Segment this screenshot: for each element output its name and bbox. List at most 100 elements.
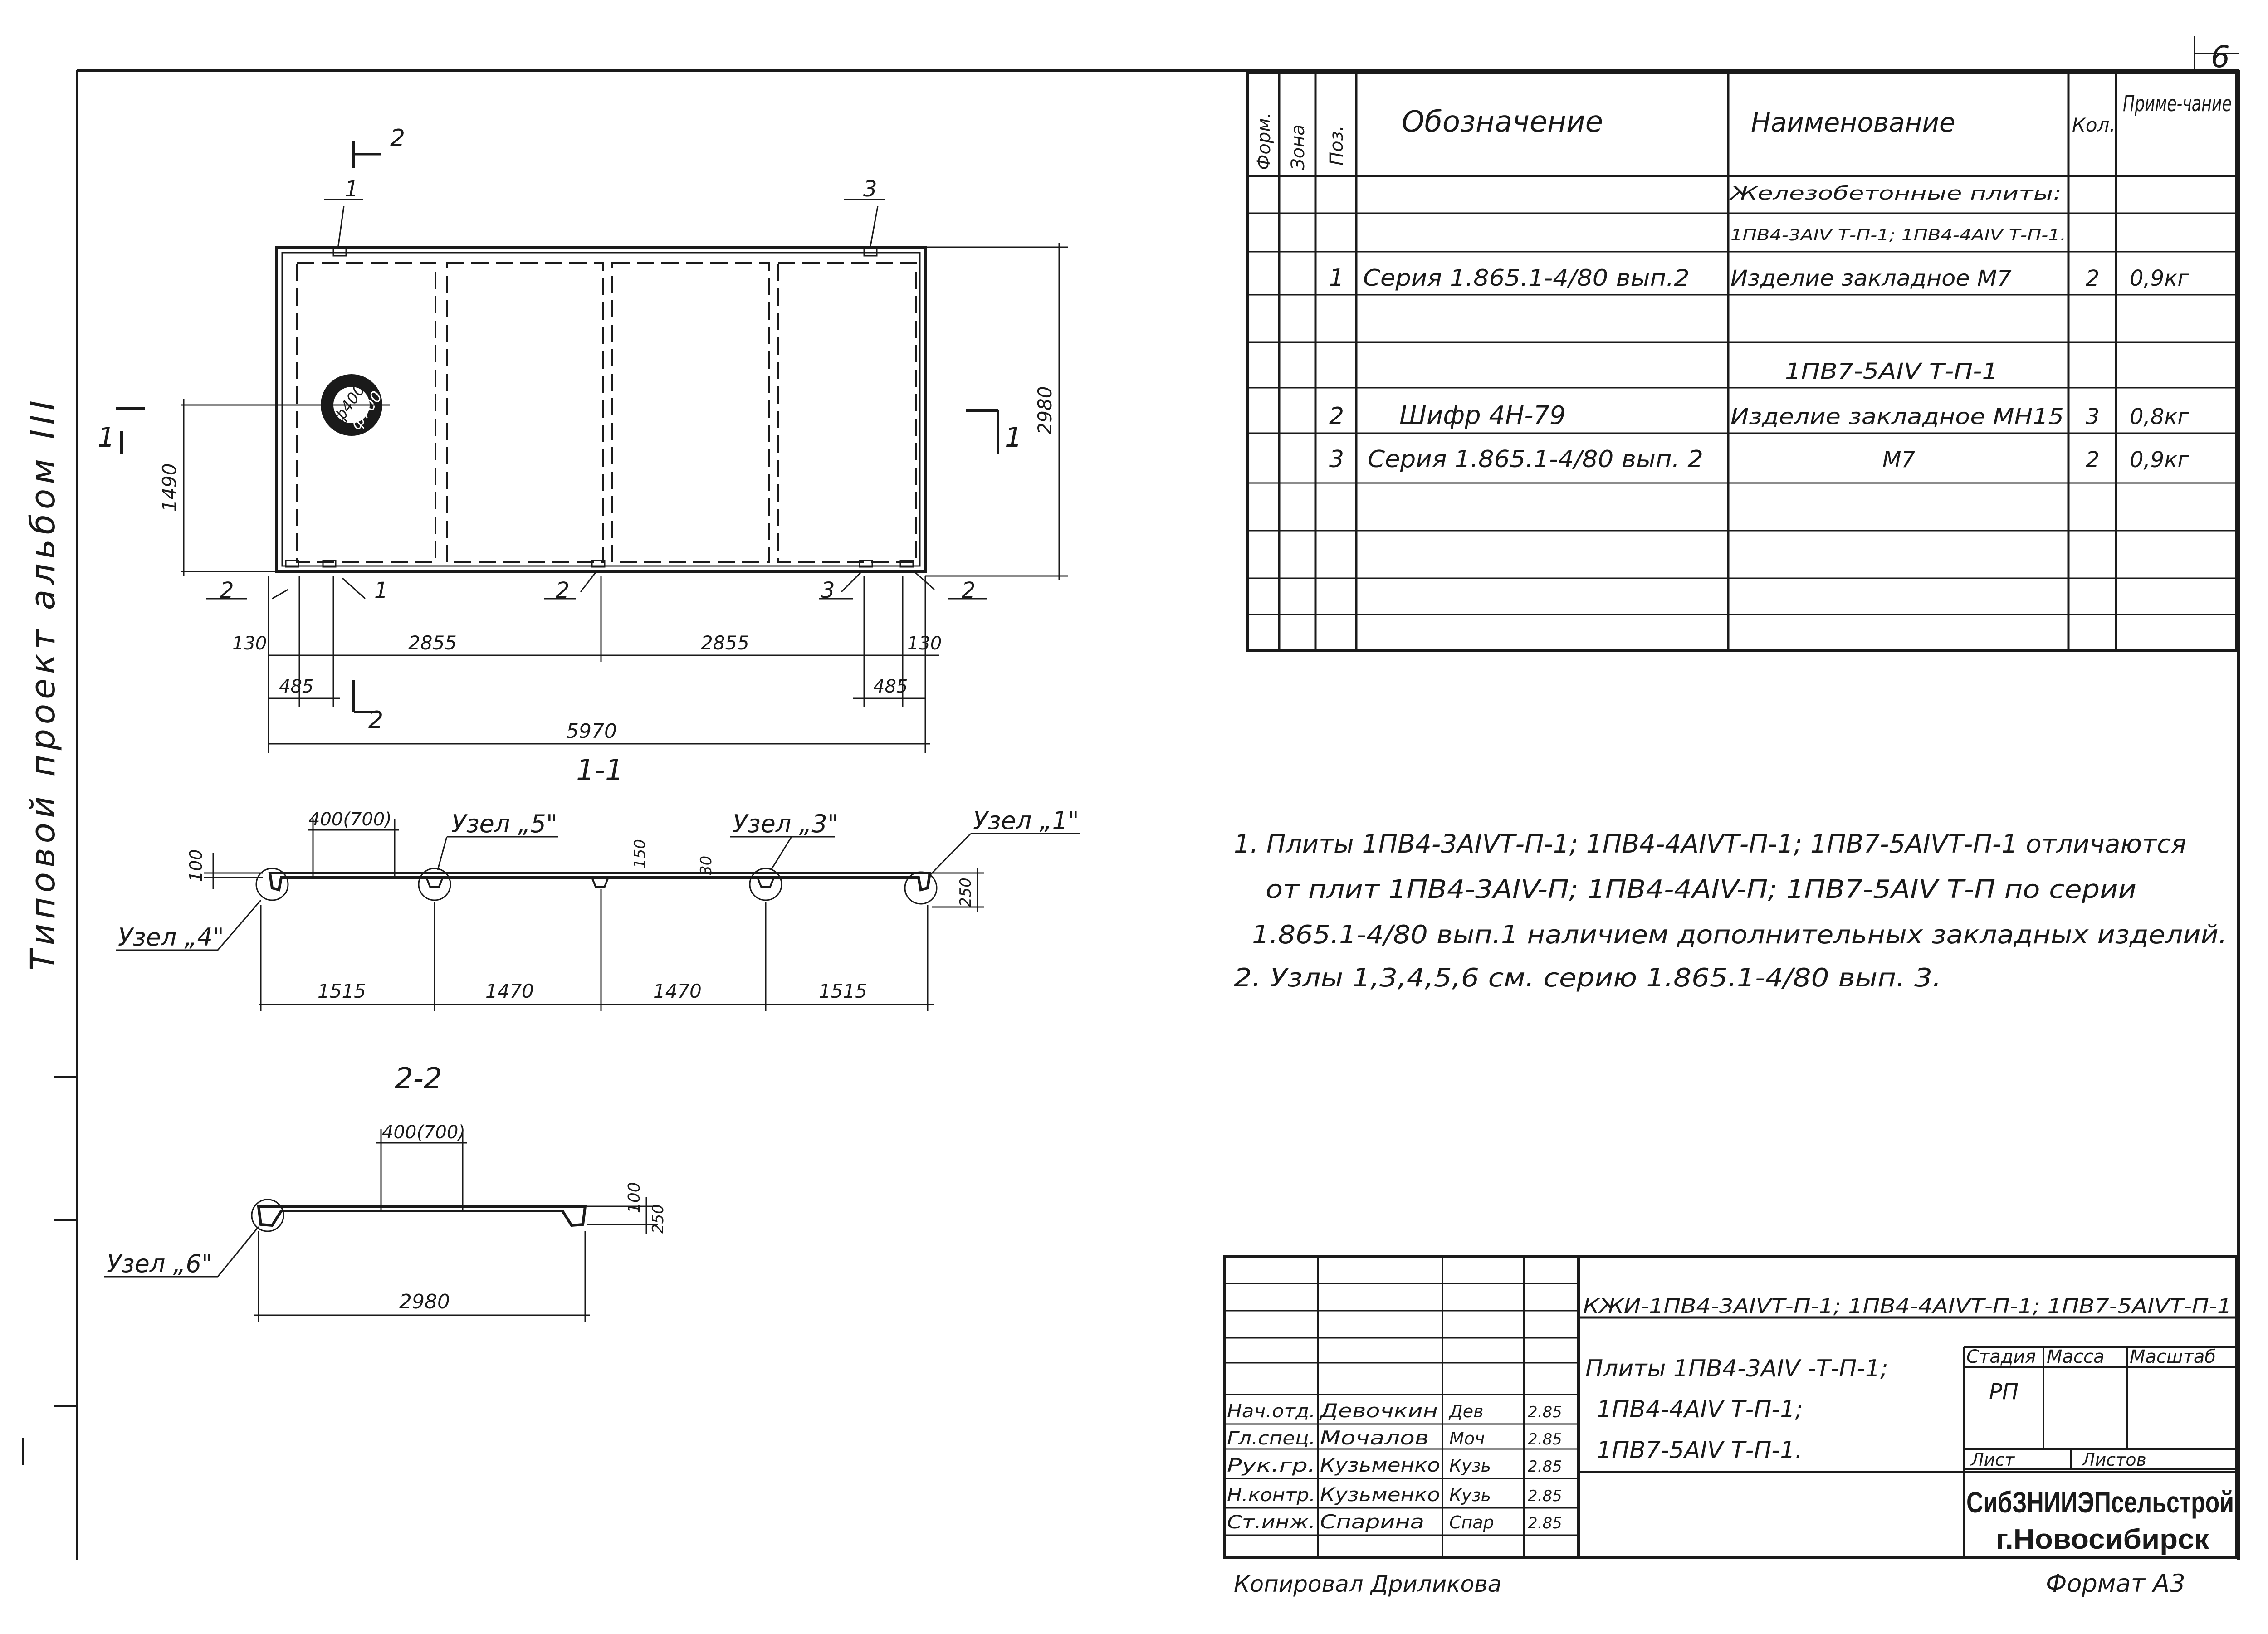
col-header-qty: Кол.	[2072, 114, 2116, 136]
row6-qty: 3	[2086, 404, 2100, 429]
row7-designation: Серия 1.865.1-4/80 вып. 2	[1368, 446, 1703, 473]
s11-dim-30: 30	[697, 856, 715, 875]
section-cut-markers	[116, 141, 999, 713]
dim-130-right: 130	[907, 633, 942, 654]
spec-row-7: 3 Серия 1.865.1-4/80 вып. 2 М7 2 0,9кг	[1329, 446, 2189, 473]
tb-stage-value: РП	[1989, 1379, 2019, 1405]
pos-label-1-top: 1	[345, 176, 359, 202]
note-2: 2. Узлы 1,3,4,5,6 см. серию 1.865.1-4/80…	[1234, 963, 1941, 993]
node-6-label: Узел „6"	[107, 1249, 213, 1278]
pos-label-3-bottom: 3	[821, 578, 835, 603]
tb-role-2: Гл.спец.	[1227, 1428, 1315, 1449]
pos-label-2-mid: 2	[556, 578, 570, 603]
section-2-2-title: 2-2	[395, 1062, 442, 1096]
col-header-form: Форм.	[1254, 112, 1275, 170]
slab-plan	[275, 246, 927, 573]
tb-date-1: 2.85	[1528, 1403, 1562, 1421]
s11-span-3: 1470	[653, 980, 702, 1002]
tb-title-line-3: 1ПВ7-5АIV Т-П-1.	[1597, 1437, 1803, 1464]
spec-row-3: 1 Серия 1.865.1-4/80 вып.2 Изделие закла…	[1329, 264, 2189, 292]
row6-pos: 2	[1329, 403, 1344, 430]
row6-name: Изделие закладное МН15	[1730, 404, 2064, 429]
tb-org-line-1: СибЗНИИЭПсельстрой	[1966, 1485, 2234, 1519]
tb-sign-1: Дев	[1448, 1401, 1483, 1421]
note-1-cont-a: от плит 1ПВ4-3АIV-П; 1ПВ4-4АIV-П; 1ПВ7-5…	[1266, 875, 2136, 904]
row6-designation: Шифр 4Н-79	[1399, 401, 1566, 430]
spec-row-5: 1ПВ7-5АIV Т-П-1	[1785, 359, 1998, 384]
tb-date-2: 2.85	[1528, 1430, 1562, 1449]
tb-sheets-label: Листов	[2081, 1450, 2146, 1470]
s22-dim-100: 100	[625, 1182, 644, 1213]
row3-designation: Серия 1.865.1-4/80 вып.2	[1363, 265, 1690, 291]
tb-mass-label: Масса	[2047, 1346, 2105, 1367]
s11-span-4: 1515	[819, 980, 867, 1002]
pos-label-2-left: 2	[220, 578, 234, 603]
dim-485-left: 485	[279, 676, 313, 697]
pos-label-1-bottom: 1	[374, 578, 388, 603]
cut2-top-label: 2	[390, 125, 405, 152]
s11-rib-dim: 400(700)	[308, 809, 392, 830]
tb-date-5: 2.85	[1528, 1514, 1562, 1532]
note-1-cont-b: 1.865.1-4/80 вып.1 наличием дополнительн…	[1252, 920, 2227, 950]
general-notes: 1. Плиты 1ПВ4-3АIVТ-П-1; 1ПВ4-4АIVТ-П-1;…	[1234, 829, 2227, 993]
spec-row-2: 1ПВ4-3АIV Т-П-1; 1ПВ4-4АIV Т-П-1.	[1730, 226, 2066, 244]
tb-sign-5: Спар	[1449, 1512, 1494, 1532]
tb-sign-4: Кузь	[1449, 1485, 1491, 1505]
row6-note: 0,8кг	[2130, 404, 2189, 429]
node-4-label: Узел „4"	[118, 923, 224, 951]
row7-qty: 2	[2086, 447, 2100, 473]
dim-2855-left: 2855	[408, 632, 457, 654]
tb-name-2: Мочалов	[1320, 1427, 1429, 1449]
node-5-label: Узел „5"	[451, 810, 557, 838]
tb-role-5: Ст.инж.	[1227, 1512, 1315, 1533]
s11-span-2: 1470	[485, 980, 534, 1002]
tb-title-line-1: Плиты 1ПВ4-3АIV -Т-П-1;	[1585, 1355, 1888, 1382]
sheet-number: 6	[2211, 39, 2230, 74]
spec-row-6: 2 Шифр 4Н-79 Изделие закладное МН15 3 0,…	[1329, 401, 2189, 430]
row5-name: 1ПВ7-5АIV Т-П-1	[1785, 359, 1998, 384]
tb-org-line-2: г.Новосибирск	[1996, 1524, 2209, 1555]
node-3-label: Узел „3"	[733, 810, 839, 838]
tb-stage-label: Стадия	[1966, 1346, 2036, 1367]
tb-date-3: 2.85	[1528, 1458, 1562, 1476]
cut1-left-label: 1	[98, 422, 115, 454]
col-header-designation: Обозначение	[1402, 105, 1603, 139]
spec-row-1: Железобетонные плиты:	[1729, 183, 2062, 204]
node-1-label: Узел „1"	[973, 806, 1079, 835]
dim-485-right: 485	[873, 676, 908, 697]
s11-dim-150: 150	[631, 839, 649, 868]
section-1-1-profile	[116, 819, 1080, 1011]
row3-qty: 2	[2086, 266, 2100, 291]
tb-name-5: Спарина	[1320, 1511, 1424, 1533]
tb-sign-3: Кузь	[1449, 1456, 1491, 1476]
pos-label-3-top: 3	[863, 176, 877, 202]
s11-span-1: 1515	[318, 980, 366, 1002]
col-header-name: Наименование	[1751, 107, 1955, 138]
section-1-1-title: 1-1	[576, 754, 624, 787]
copied-by: Копировал Дриликова	[1234, 1571, 1501, 1597]
pos-label-2-right: 2	[962, 578, 976, 603]
tb-name-1: Девочкин	[1319, 1400, 1438, 1422]
row3-pos: 1	[1329, 264, 1344, 292]
dim-1490: 1490	[158, 463, 181, 512]
format-label: Формат А3	[2046, 1569, 2185, 1598]
s22-dim-250: 250	[649, 1204, 667, 1234]
tb-sign-2: Моч	[1449, 1429, 1485, 1449]
s11-dim-100: 100	[186, 849, 206, 882]
row3-name: Изделие закладное М7	[1730, 266, 2012, 291]
row7-note: 0,9кг	[2130, 447, 2189, 473]
section-2-2-profile	[104, 1129, 658, 1322]
s22-rib-dim: 400(700)	[382, 1122, 465, 1143]
tb-role-1: Нач.отд.	[1227, 1401, 1315, 1422]
tb-role-3: Рук.гр.	[1227, 1455, 1315, 1476]
tb-name-3: Кузьменко	[1320, 1454, 1440, 1476]
tb-people: Нач.отд. Девочкин Дев 2.85 Гл.спец. Моча…	[1227, 1400, 1562, 1533]
s11-dim-250: 250	[957, 878, 975, 907]
cut1-right-label: 1	[1005, 422, 1022, 454]
row7-name: М7	[1882, 447, 1915, 473]
row7-pos: 3	[1329, 446, 1344, 473]
col-header-note: Приме-чание	[2123, 91, 2232, 117]
tb-code: КЖИ-1ПВ4-3АIVТ-П-1; 1ПВ4-4АIVТ-П-1; 1ПВ7…	[1583, 1295, 2232, 1318]
col-header-zone: Зона	[1288, 124, 1309, 170]
